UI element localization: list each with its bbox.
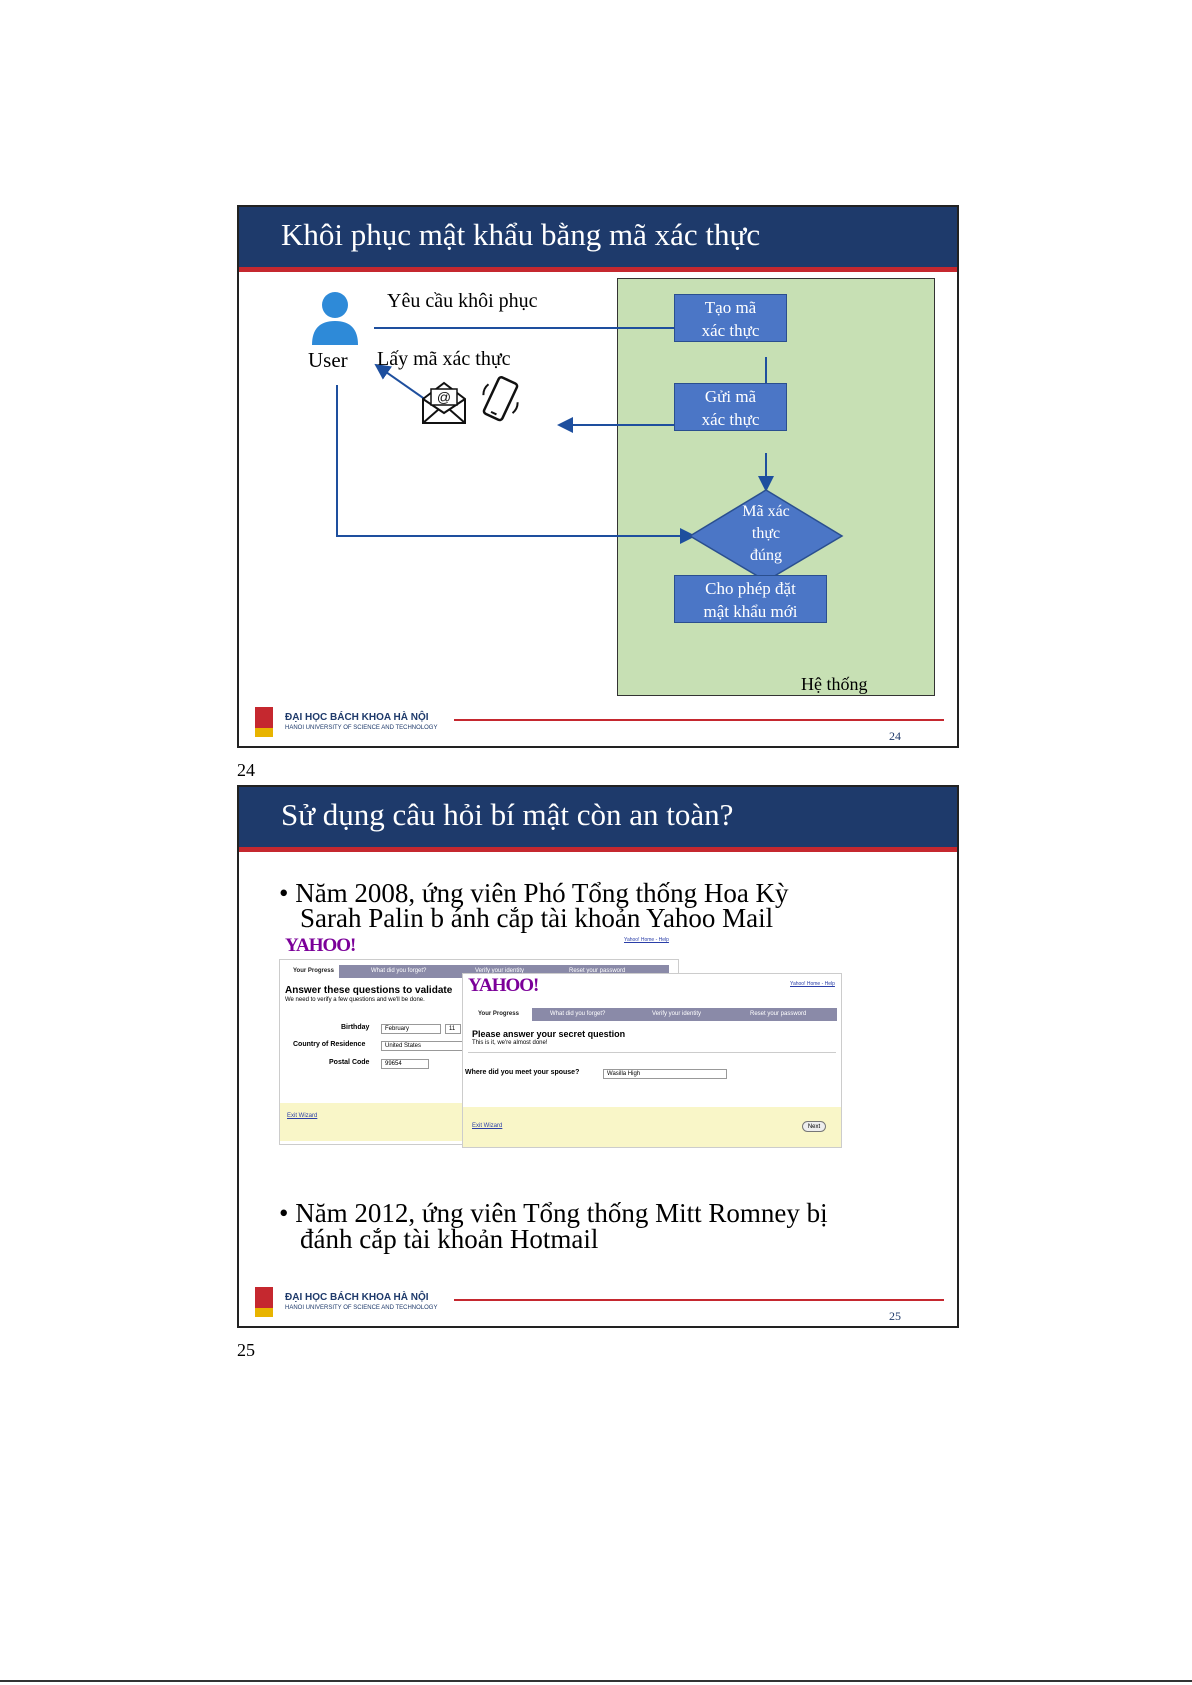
slide-title: Sử dụng câu hỏi bí mật còn an toàn?: [281, 797, 733, 833]
page-number-25: 25: [237, 1340, 255, 1361]
slide-number: 25: [889, 1309, 901, 1324]
diamond-line3: đúng: [726, 545, 806, 567]
shot1-subheading: We need to verify a few questions and we…: [285, 997, 425, 1003]
next-button[interactable]: Next: [802, 1121, 826, 1132]
slide-header: Sử dụng câu hỏi bí mật còn an toàn?: [239, 787, 957, 847]
bullet-2008-line2: Sarah Palin b ánh cắp tài khoản Yahoo Ma…: [300, 905, 773, 932]
diamond-line2: thực: [726, 523, 806, 545]
yahoo-logo: YAHOO!: [285, 935, 355, 957]
step-verify: Verify your identity: [652, 1011, 701, 1017]
title-underline: [239, 847, 957, 852]
svg-text:@: @: [437, 389, 451, 405]
birthday-day[interactable]: 11: [445, 1024, 461, 1034]
allow-reset-line1: Cho phép đặt: [675, 577, 826, 600]
send-code-line2: xác thực: [675, 408, 786, 431]
exit-wizard-link[interactable]: Exit Wizard: [287, 1113, 317, 1119]
university-logo: [255, 707, 273, 737]
country-field[interactable]: United States: [381, 1041, 467, 1051]
shot1-heading: Answer these questions to validate: [285, 985, 452, 996]
country-label: Country of Residence: [293, 1041, 365, 1048]
birthday-label: Birthday: [341, 1024, 369, 1031]
get-code-label: Lấy mã xác thực: [377, 348, 511, 371]
shot2-subheading: This is it, we're almost done!: [472, 1040, 548, 1046]
answer-field[interactable]: Wasilla High: [603, 1069, 727, 1079]
university-name: ĐẠI HỌC BÁCH KHOA HÀ NỘI: [285, 712, 429, 723]
step-forgot: What did you forget?: [371, 968, 426, 974]
slide-25: Sử dụng câu hỏi bí mật còn an toàn? • Nă…: [237, 785, 959, 1328]
exit-bar: [463, 1107, 841, 1147]
postal-label: Postal Code: [329, 1059, 369, 1066]
create-code-line1: Tạo mã: [675, 296, 786, 319]
university-subname: HANOI UNIVERSITY OF SCIENCE AND TECHNOLO…: [285, 725, 437, 731]
yahoo-screenshot-secret-question: YAHOO! Yahoo! Home - Help Your Progress …: [462, 973, 842, 1148]
footer-rule: [454, 719, 944, 721]
allow-reset-line2: mật khẩu mới: [675, 600, 826, 623]
verify-diamond-label: Mã xác thực đúng: [726, 501, 806, 567]
step-forgot: What did you forget?: [550, 1011, 605, 1017]
yahoo-top-links[interactable]: Yahoo! Home - Help: [790, 981, 835, 987]
question-label: Where did you meet your spouse?: [465, 1069, 579, 1076]
progress-label: Your Progress: [293, 968, 334, 974]
shot2-heading: Please answer your secret question: [472, 1029, 625, 1039]
create-code-box: Tạo mã xác thực: [674, 294, 787, 342]
send-code-box: Gửi mã xác thực: [674, 383, 787, 431]
birthday-select[interactable]: February: [381, 1024, 441, 1034]
page-bottom-rule: [0, 1680, 1192, 1682]
step-reset: Reset your password: [750, 1011, 806, 1017]
phone-icon: [477, 373, 525, 427]
bullet-marker: •: [279, 1198, 288, 1228]
page-number-24: 24: [237, 760, 255, 781]
user-icon: [309, 289, 361, 347]
postal-field[interactable]: 99654: [381, 1059, 429, 1069]
send-code-line1: Gửi mã: [675, 385, 786, 408]
slide-24: Khôi phục mật khẩu bằng mã xác thực User…: [237, 205, 959, 748]
bullet-2012-line2: đánh cắp tài khoản Hotmail: [300, 1226, 598, 1253]
university-logo: [255, 1287, 273, 1317]
university-name: ĐẠI HỌC BÁCH KHOA HÀ NỘI: [285, 1292, 429, 1303]
request-label: Yêu cầu khôi phục: [387, 290, 538, 313]
create-code-line2: xác thực: [675, 319, 786, 342]
email-icon: @: [421, 379, 467, 425]
yahoo-logo: YAHOO!: [468, 975, 538, 997]
university-subname: HANOI UNIVERSITY OF SCIENCE AND TECHNOLO…: [285, 1305, 437, 1311]
allow-reset-box: Cho phép đặt mật khẩu mới: [674, 575, 827, 623]
exit-wizard-link[interactable]: Exit Wizard: [472, 1123, 502, 1129]
footer-rule: [454, 1299, 944, 1301]
yahoo-top-links[interactable]: Yahoo! Home - Help: [624, 937, 669, 943]
bullet-2012: • Năm 2012, ứng viên Tổng thống Mitt Rom…: [279, 1200, 828, 1227]
user-label: User: [308, 348, 348, 373]
bullet-marker: •: [279, 878, 288, 908]
progress-label: Your Progress: [478, 1011, 519, 1017]
system-label: Hệ thống: [801, 674, 868, 695]
diamond-line1: Mã xác: [726, 501, 806, 523]
slide-number: 24: [889, 729, 901, 744]
